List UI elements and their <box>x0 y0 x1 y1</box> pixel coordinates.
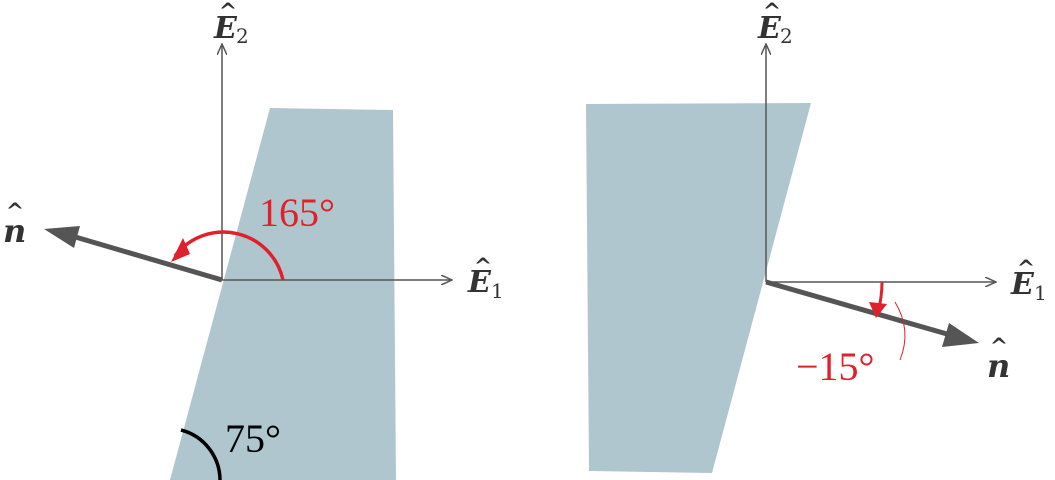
right-angle-label: −15° <box>796 344 875 389</box>
right-normal-head <box>942 323 979 347</box>
right-e2-label-sub: 2 <box>780 24 793 48</box>
left-e2-label: E <box>213 11 238 46</box>
left-normal-shaft <box>71 233 223 283</box>
right-normal-shaft <box>765 279 948 337</box>
right-angle-leader <box>894 301 906 361</box>
left-panel: ^ E 2 ^ E 1 ^ n 165° 75° <box>3 0 504 480</box>
left-angle-label-165: 165° <box>259 190 335 235</box>
left-e2-label-sub: 2 <box>236 24 249 48</box>
left-angle-arc-75 <box>180 428 222 480</box>
right-e2-label-hat: ^ <box>763 0 781 25</box>
right-normal-label: n <box>987 347 1010 385</box>
left-plate <box>170 108 396 480</box>
right-plate <box>586 103 811 473</box>
left-angle-label-75: 75° <box>225 416 281 461</box>
right-e1-label-hat: ^ <box>1017 256 1035 282</box>
left-normal-head <box>44 226 80 248</box>
right-angle-arrowhead <box>869 302 887 318</box>
left-angle-arrowhead <box>171 238 190 262</box>
right-e2-label: E <box>757 11 782 46</box>
right-normal-label-hat: ^ <box>990 334 1008 360</box>
right-panel: ^ E 2 ^ E 1 ^ n −15° <box>586 0 1047 473</box>
left-e1-label-sub: 1 <box>491 279 504 303</box>
right-e1-label-sub: 1 <box>1034 281 1047 305</box>
left-e1-label: E <box>467 265 492 300</box>
left-normal-label: n <box>3 212 26 250</box>
left-e2-label-hat: ^ <box>219 0 237 25</box>
left-normal-label-hat: ^ <box>6 199 24 225</box>
right-e1-label: E <box>1010 267 1035 302</box>
left-angle-arc-165 <box>173 230 285 281</box>
left-e1-label-hat: ^ <box>474 254 492 280</box>
